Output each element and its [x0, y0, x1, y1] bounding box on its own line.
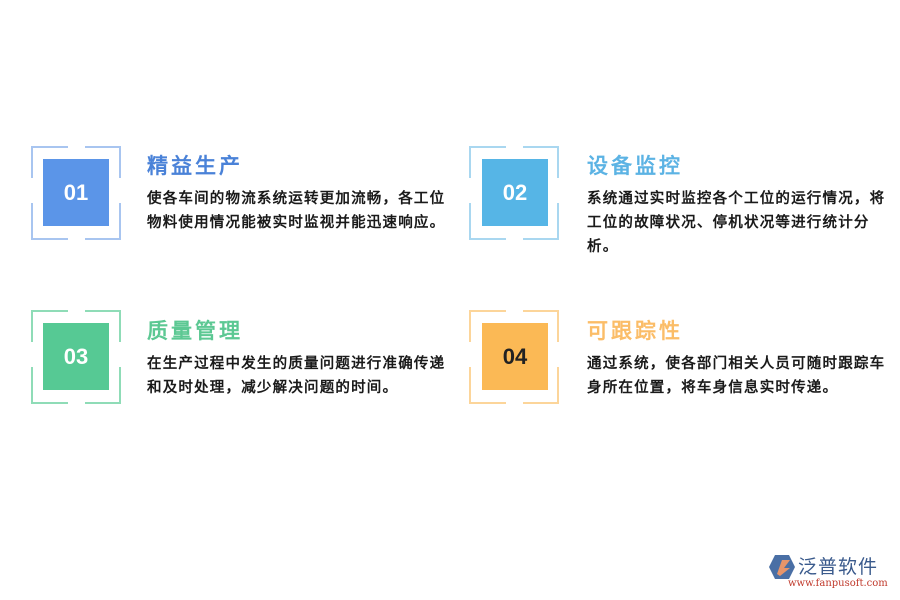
- card-description: 通过系统，使各部门相关人员可随时跟踪车身所在位置，将车身信息实时传递。: [587, 356, 886, 396]
- card-title: 质量管理: [147, 319, 243, 343]
- corner-frame: [31, 310, 121, 404]
- card-description: 在生产过程中发生的质量问题进行准确传递和及时处理，减少解决问题的时间。: [147, 356, 446, 396]
- corner-frame: [469, 310, 559, 404]
- card-description: 系统通过实时监控各个工位的运行情况，将工位的故障状况、停机状况等进行统计分析。: [587, 191, 886, 255]
- card-title: 可跟踪性: [587, 319, 683, 343]
- card-title: 精益生产: [147, 154, 243, 178]
- number-badge: 02: [482, 159, 548, 226]
- corner-frame: [31, 146, 121, 240]
- card-description: 使各车间的物流系统运转更加流畅，各工位物料使用情况能被实时监视并能迅速响应。: [147, 191, 446, 231]
- logo-mark-icon: [769, 555, 795, 579]
- number-badge: 03: [43, 323, 109, 390]
- number-badge: 04: [482, 323, 548, 390]
- brand-logo: 泛普软件 www.fanpusoft.com: [768, 552, 893, 597]
- logo-name: 泛普软件: [798, 556, 879, 578]
- card-title: 设备监控: [587, 154, 683, 178]
- corner-frame: [469, 146, 559, 240]
- number-badge: 01: [43, 159, 109, 226]
- logo-url: www.fanpusoft.com: [788, 578, 888, 589]
